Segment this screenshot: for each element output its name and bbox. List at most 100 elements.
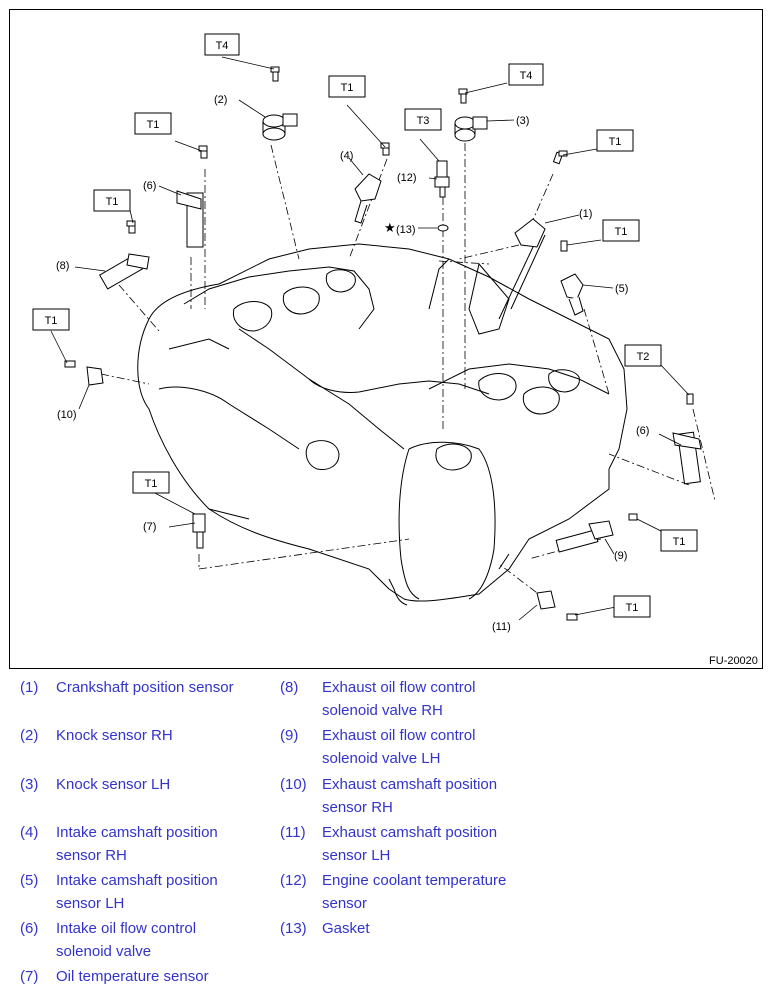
knock-sensor-lh-icon (454, 90, 488, 142)
callout-6-left: (6) (143, 180, 156, 192)
torque-box-t1-c (596, 129, 634, 152)
legend-num: (3) (20, 776, 39, 793)
callout-11: (11) (492, 621, 511, 633)
torque-t3: T3 (417, 115, 430, 127)
intake-camshaft-sensor-rh-icon (354, 144, 390, 224)
callout-leaders (50, 56, 690, 621)
torque-box-t4-right (508, 63, 544, 86)
torque-box-t3 (404, 108, 442, 131)
legend-item-4: (4) Intake camshaft position sensor RH (20, 821, 260, 867)
legend-num: (7) (20, 968, 39, 985)
star-symbol: ★ (384, 220, 396, 235)
exhaust-ocv-lh-icon (555, 513, 638, 553)
legend-text: Oil temperature sensor (56, 968, 209, 985)
intake-ocv-left-icon (176, 147, 208, 248)
legend-num: (4) (20, 824, 39, 841)
coolant-temperature-sensor-icon (434, 160, 450, 198)
torque-box-t1-e (602, 219, 640, 242)
bolt-icons (126, 66, 568, 227)
engine-block-drawing (137, 243, 628, 606)
torque-label-boxes (32, 33, 698, 618)
callout-10: (10) (57, 409, 77, 421)
legend-item-10: (10) Exhaust camshaft position sensor RH (280, 773, 530, 819)
legend-text: Intake camshaft position sensor LH (56, 872, 218, 912)
callout-7: (7) (143, 521, 156, 533)
callout-9: (9) (614, 550, 627, 562)
legend-item-6: (6) Intake oil flow control solenoid val… (20, 917, 260, 963)
callout-3: (3) (516, 115, 529, 127)
torque-box-t4-top (204, 33, 240, 56)
torque-box-t1-h (660, 529, 698, 552)
torque-t4-top: T4 (216, 40, 229, 52)
legend-item-12: (12) Engine coolant temperature sensor (280, 869, 530, 915)
torque-t4-right: T4 (520, 70, 533, 82)
torque-box-t2 (132, 471, 170, 494)
exhaust-ocv-rh-icon (98, 222, 150, 290)
callout-5: (5) (615, 283, 628, 295)
torque-box-t1-b (134, 112, 172, 135)
torque-box-t1-d (93, 189, 131, 212)
legend-text: Exhaust oil flow control solenoid valve … (322, 727, 476, 767)
legend-text: Gasket (322, 920, 370, 937)
gasket-icon (437, 224, 449, 232)
figure-id: FU-20020 (709, 655, 758, 667)
torque-t1-c: T1 (609, 136, 622, 148)
legend-num: (13) (280, 920, 307, 937)
torque-t2: T1 (145, 478, 158, 490)
legend-item-9: (9) Exhaust oil flow control solenoid va… (280, 724, 530, 770)
exploded-view-figure: T4 T1 T1 T3 T4 T1 T1 T1 T1 T2 T1 T1 T1 (… (9, 9, 763, 669)
legend-num: (2) (20, 727, 39, 744)
callout-2: (2) (214, 94, 227, 106)
legend-num: (5) (20, 872, 39, 889)
torque-t1-g: T2 (637, 351, 650, 363)
legend-num: (9) (280, 727, 299, 744)
callout-numbers: (1) (2) (3) (4) (5) (6) (6) (7) (8) (9) … (56, 94, 649, 633)
legend-item-2: (2) Knock sensor RH (20, 724, 260, 770)
legend-text: Knock sensor RH (56, 727, 173, 744)
torque-label-texts: T4 T1 T1 T3 T4 T1 T1 T1 T1 T2 T1 T1 T1 (45, 40, 686, 614)
legend-item-5: (5) Intake camshaft position sensor LH (20, 869, 260, 915)
parts-legend: (1) Crankshaft position sensor (2) Knock… (0, 676, 772, 994)
intake-ocv-right-icon (672, 393, 702, 485)
torque-t1-a: T1 (341, 82, 354, 94)
exhaust-camshaft-sensor-lh-icon (536, 590, 578, 621)
knock-sensor-rh-icon (262, 68, 298, 141)
torque-t1-h: T1 (673, 536, 686, 548)
torque-box-t1-f (32, 308, 70, 331)
figure-frame (9, 9, 763, 669)
callout-13: (13) (396, 224, 416, 236)
legend-num: (11) (280, 824, 306, 841)
torque-t1-f: T1 (45, 315, 58, 327)
legend-item-8: (8) Exhaust oil flow control solenoid va… (280, 676, 530, 722)
legend-item-3: (3) Knock sensor LH (20, 773, 260, 819)
legend-text: Intake camshaft position sensor RH (56, 824, 218, 864)
legend-text: Engine coolant temperature sensor (322, 872, 507, 912)
legend-item-1: (1) Crankshaft position sensor (20, 676, 260, 722)
torque-box-t1-a (328, 75, 366, 98)
legend-text: Exhaust oil flow control solenoid valve … (322, 679, 476, 719)
torque-box-t1-i (613, 595, 651, 618)
legend-num: (12) (280, 872, 307, 889)
torque-t1-e: T1 (615, 226, 628, 238)
callout-4: (4) (340, 150, 353, 162)
legend-text: Crankshaft position sensor (56, 679, 234, 696)
callout-8: (8) (56, 260, 69, 272)
torque-t1-b: T1 (147, 119, 160, 131)
legend-num: (6) (20, 920, 39, 937)
callout-6-right: (6) (636, 425, 649, 437)
exhaust-camshaft-sensor-rh-icon (64, 360, 104, 386)
legend-text: Intake oil flow control solenoid valve (56, 920, 197, 960)
torque-t1-d: T1 (106, 196, 119, 208)
intake-camshaft-sensor-lh-icon (560, 240, 584, 316)
legend-item-7: (7) Oil temperature sensor (20, 965, 260, 989)
callout-1: (1) (579, 208, 592, 220)
crankshaft-position-sensor-icon (498, 151, 564, 320)
legend-item-13: (13) Gasket (280, 917, 530, 941)
legend-text: Exhaust camshaft position sensor LH (322, 824, 498, 864)
legend-text: Knock sensor LH (56, 776, 171, 793)
torque-box-t1-g (624, 344, 662, 367)
callout-12: (12) (397, 172, 417, 184)
parts-drawing (64, 66, 702, 621)
legend-text: Exhaust camshaft position sensor RH (322, 776, 498, 816)
legend-num: (8) (280, 679, 299, 696)
